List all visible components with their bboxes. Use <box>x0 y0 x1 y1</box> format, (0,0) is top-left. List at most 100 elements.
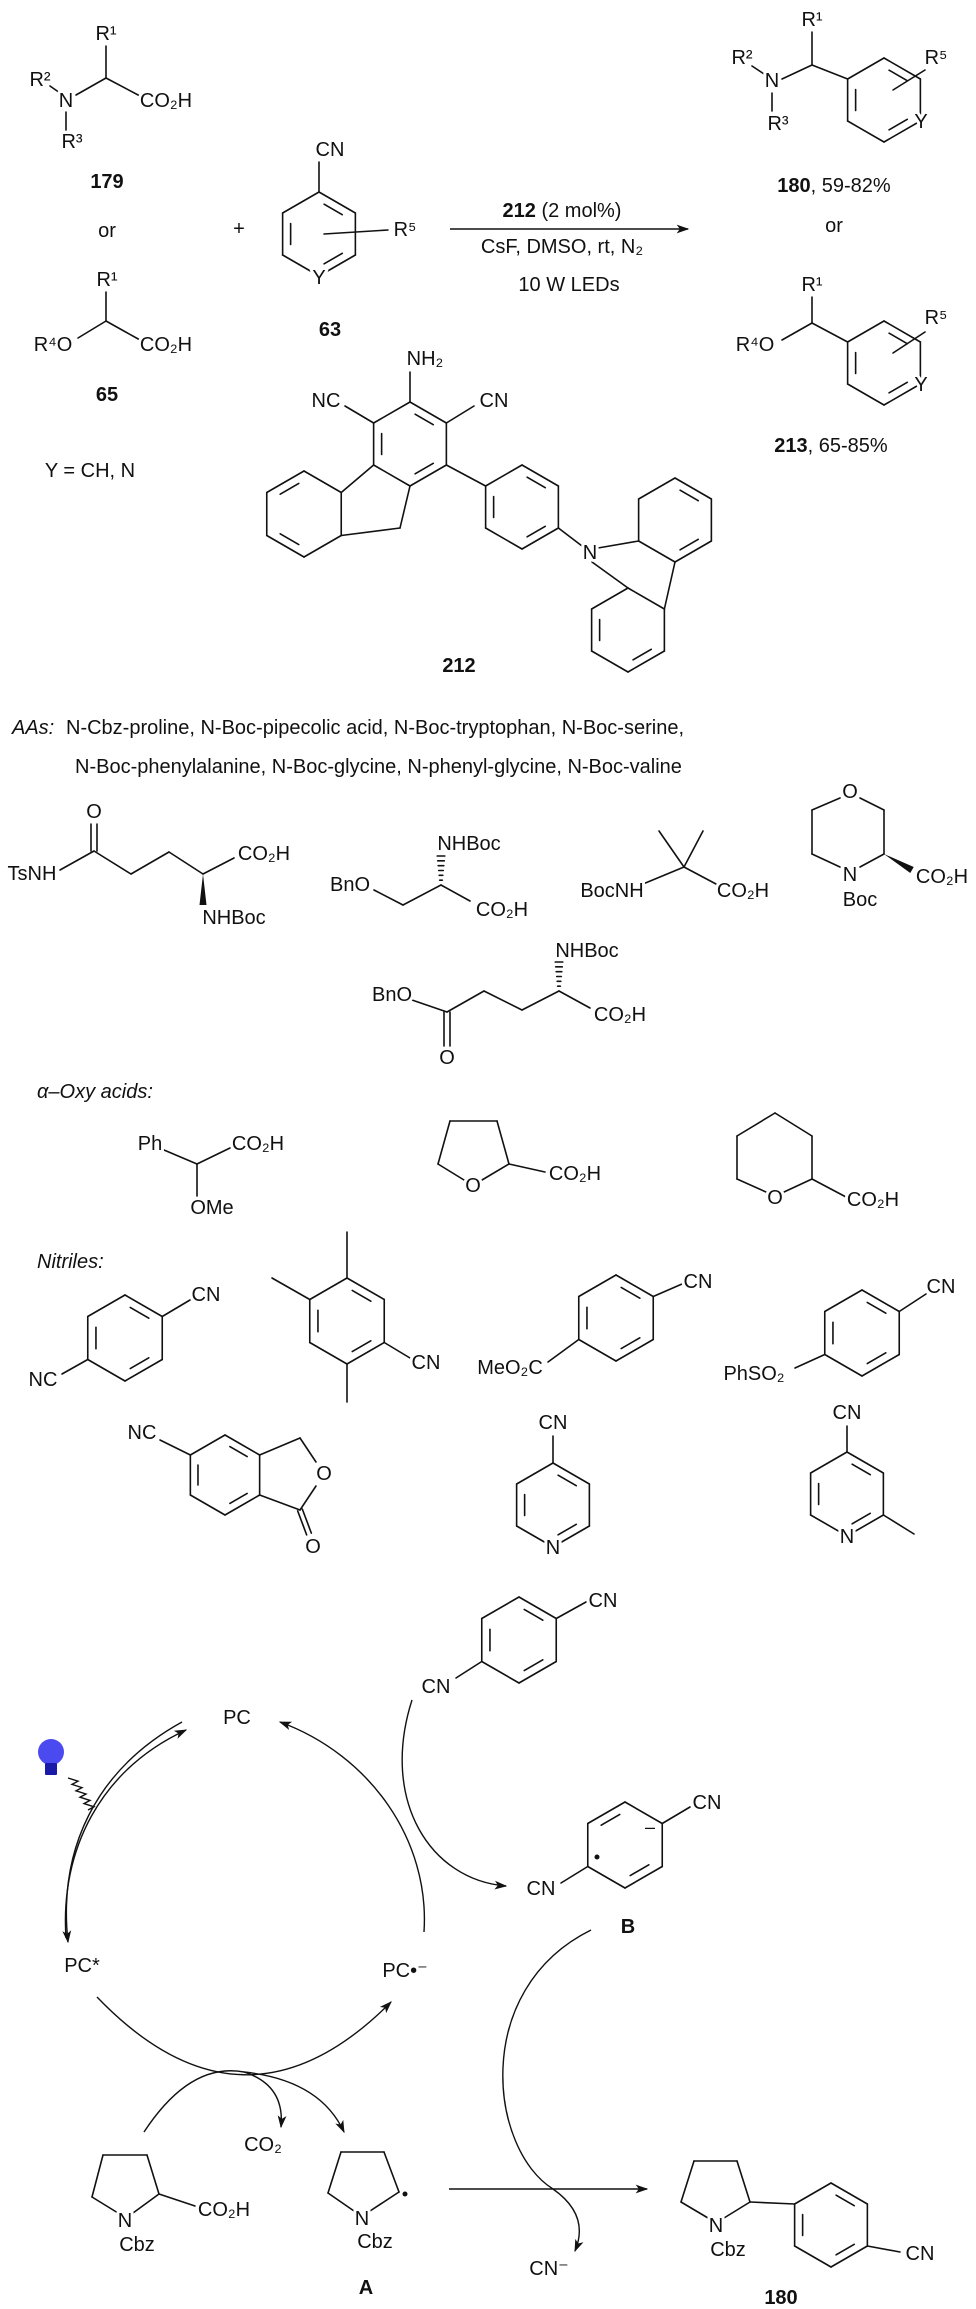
bond <box>445 405 475 424</box>
bond <box>323 229 389 235</box>
bond <box>642 866 685 885</box>
compound-label-180: 180 <box>764 2287 797 2309</box>
trimethylbenzonitrile: CN <box>409 1349 444 1377</box>
ring-bond <box>830 2182 869 2205</box>
acid-label: CO₂H <box>238 843 290 865</box>
bond <box>77 320 107 339</box>
ring-bond <box>308 1341 348 1365</box>
bond <box>547 1338 580 1363</box>
bond <box>340 464 375 494</box>
bond <box>811 853 841 868</box>
double-bond-line <box>620 1336 641 1350</box>
cbz-label: Cbz <box>357 2231 393 2253</box>
ring-bond <box>265 534 305 558</box>
bond <box>402 884 442 906</box>
r5-label: R⁵ <box>394 219 417 241</box>
cyano-label: CN <box>927 1276 956 1298</box>
compound-label-213: 213, 65-85% <box>774 435 888 457</box>
bond <box>811 1178 847 1198</box>
double-bond-line <box>526 476 547 489</box>
cbz-label: Cbz <box>119 2234 155 2256</box>
y-label: Y <box>914 374 927 396</box>
ring-bond <box>303 470 343 494</box>
bond <box>196 1147 231 1165</box>
r5-label: R⁵ <box>925 47 948 69</box>
decarboxylation-arc <box>143 2070 245 2133</box>
ring-bond <box>624 1865 664 1889</box>
cyanophthalide: NC O O <box>125 1419 335 1561</box>
nitrogen-label: N <box>765 70 779 92</box>
ring-bond <box>861 1353 901 1377</box>
bond <box>161 1299 191 1318</box>
aib-derivative: BocNH CO₂H <box>577 877 772 905</box>
bond <box>437 1163 465 1181</box>
nitrogen-label: N <box>709 2215 723 2237</box>
double-bond-line <box>888 381 909 394</box>
compound-label-180: 180, 59-82% <box>777 175 891 197</box>
bond <box>736 2160 751 2203</box>
thp-carboxylic-acid: O CO₂H <box>764 1184 902 1214</box>
double-bond-line <box>888 332 909 345</box>
acid-label: CO₂H <box>140 90 192 112</box>
bond <box>560 1865 589 1884</box>
double-bond-line <box>323 252 344 265</box>
acid-label: CO₂H <box>717 880 769 902</box>
r1-label: R¹ <box>96 269 117 291</box>
double-bond-line <box>866 1301 887 1315</box>
negative-charge: – <box>645 1817 655 1837</box>
reactant-65: R¹ R⁴O CO₂H 65 <box>31 266 195 409</box>
double-bond-line <box>279 482 300 496</box>
bond <box>483 990 523 1011</box>
nhboc-label: NHBoc <box>437 833 500 855</box>
loading: (2 mol%) <box>536 200 622 222</box>
electron-transfer-arrow <box>401 1699 508 1890</box>
ring-bond <box>346 1277 386 1301</box>
double-bond-line <box>526 525 547 538</box>
bond <box>736 1178 767 1193</box>
ring-bond <box>809 1451 848 1474</box>
r3-label: R³ <box>767 113 788 135</box>
acid-label: CO₂H <box>198 2199 250 2221</box>
bond <box>383 2151 400 2193</box>
ring-bond <box>480 1660 520 1684</box>
bond <box>794 1353 826 1369</box>
label: 180 <box>777 175 810 197</box>
double-bond-line <box>629 1863 650 1877</box>
catalyst-ref: 212 <box>503 200 536 222</box>
y-label: Y <box>914 111 927 133</box>
bond <box>749 2201 796 2205</box>
ring-bond <box>674 477 713 500</box>
ring-bond <box>518 1660 558 1684</box>
ring-bond <box>552 1525 591 1548</box>
cyano-label-left: NC <box>312 390 341 412</box>
bond <box>683 830 704 868</box>
serine-derivative: BnO NHBoc CO₂H <box>327 830 531 924</box>
ring-bond <box>823 1289 863 1313</box>
bond <box>496 1120 510 1165</box>
ring-bond <box>674 540 713 563</box>
double-bond-line <box>600 1813 621 1827</box>
cyano-label: CN <box>684 1271 713 1293</box>
acid-label: CO₂H <box>594 1004 646 1026</box>
reactant-63: CN R⁵ Y 63 <box>309 136 419 344</box>
ring-bond <box>883 383 922 406</box>
phenyl-label: Ph <box>138 1133 162 1155</box>
ring-bond <box>480 1596 520 1620</box>
ring-bond <box>409 464 448 487</box>
acid-label: CO₂H <box>549 1163 601 1185</box>
ester-label: MeO₂C <box>477 1357 543 1379</box>
carbon-dioxide: CO₂ <box>244 2134 282 2156</box>
ring-bond <box>409 401 448 424</box>
bond <box>558 990 591 1009</box>
r1-label: R¹ <box>801 274 822 296</box>
ring-bond <box>124 1358 164 1382</box>
cyano-label: CN <box>412 1352 441 1374</box>
bond <box>557 527 583 547</box>
cyano-label-right: CN <box>480 390 509 412</box>
bond <box>663 561 676 610</box>
bond <box>61 1358 89 1375</box>
cyano-label: CN <box>539 1412 568 1434</box>
cyano-label: CN <box>527 1878 556 1900</box>
double-bond-line <box>523 1658 544 1672</box>
ring-bond <box>883 57 922 80</box>
